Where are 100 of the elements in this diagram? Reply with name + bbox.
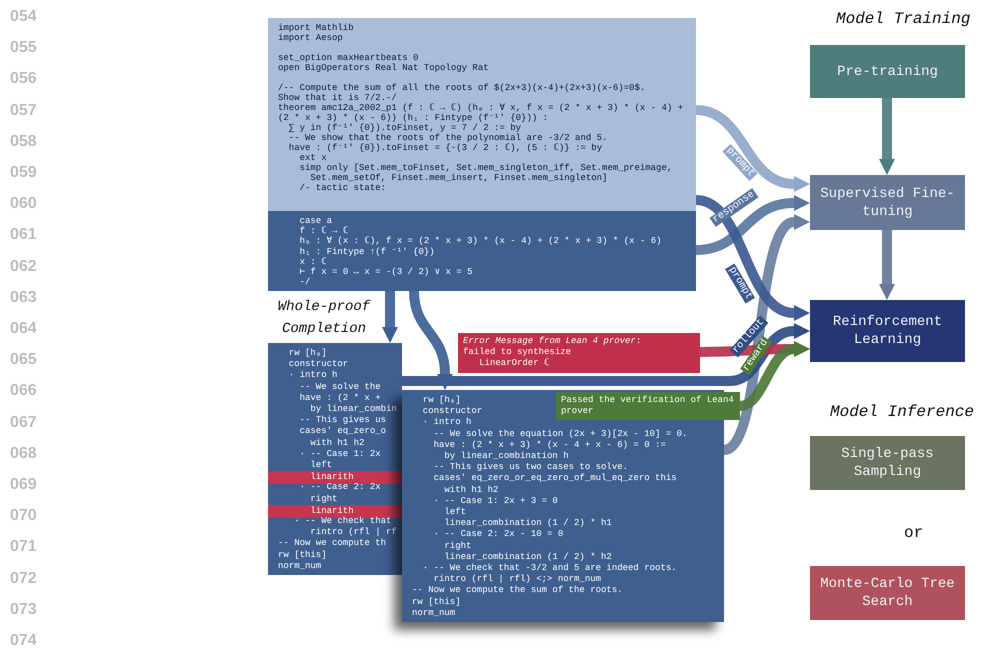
code-block xyxy=(268,343,402,575)
process-box: Reinforcement Learning xyxy=(810,300,965,362)
arrow-caption: Whole-proof Completion xyxy=(276,298,372,339)
code-line: rintro (rfl | rf xyxy=(309,527,397,538)
code-line: norm_num xyxy=(412,608,456,619)
code-line: · -- We check that xyxy=(293,516,392,528)
code-line: -- We show that the roots of the polynomial are -3/2 and 5. xyxy=(288,133,608,143)
code-line: rintro (rfl | rfl) <;> norm_num xyxy=(432,574,602,586)
code-line: linear_combination (1 / 2) * h1 xyxy=(443,518,612,530)
line-number: 065 xyxy=(10,351,37,370)
code-line: import Mathlib xyxy=(278,23,354,33)
code-line: · -- Case 2: 2x xyxy=(298,482,381,494)
code-line: open BigOperators Real Nat Topology Rat xyxy=(278,63,489,73)
code-line: cases' eq_zero_o xyxy=(298,426,386,438)
code-line: (2 * x + 3) * (x - 6)) (h₁ : Fintype (f⁻¹' {0})) : xyxy=(278,113,548,123)
code-line: cases' eq_zero_or_eq_zero_of_mul_eq_zero this xyxy=(432,473,677,485)
code-line: -- This gives us xyxy=(298,415,386,426)
code-line: theorem amc12a_2002_p1 (f : ℂ → ℂ) (h₀ : ∀ x, f x = (2 * x + 3) * (x - 4) + xyxy=(278,103,684,113)
code-line: linear_combination (1 / 2) * h2 xyxy=(443,552,612,563)
code-line: ∑ y in (f⁻¹' {0}).toFinset, y = 7 / 2 := by xyxy=(288,123,522,133)
code-line: left xyxy=(309,460,332,472)
line-number: 056 xyxy=(10,70,37,88)
line-number: 071 xyxy=(10,538,37,556)
code-line: simp only [Set.mem_toFinset, Set.mem_singleton_iff, Set.mem_preimage, xyxy=(298,163,672,173)
line-number: 054 xyxy=(10,8,37,26)
flow-arrow xyxy=(402,323,810,386)
code-line: Show that it is 7/2.-/ xyxy=(278,93,397,103)
line-number: 062 xyxy=(10,258,37,276)
success-message-box: Passed the verification of Lean4 prover xyxy=(556,392,740,420)
process-box: Single-pass Sampling xyxy=(810,436,965,490)
line-number: 073 xyxy=(10,600,37,619)
line-number: 066 xyxy=(10,382,37,400)
code-line: ⊢ f x = 0 ↔ x = -(3 / 2) ∨ x = 5 xyxy=(298,267,472,278)
highlight-band: linarith xyxy=(268,504,402,518)
code-line: · -- We check that -3/2 and 5 are indeed roots. xyxy=(422,563,677,574)
section-title: Model Training xyxy=(836,9,970,30)
code-line: by linear_combin xyxy=(309,404,397,416)
code-line: · -- Case 2: 2x - 10 = 0 xyxy=(432,529,564,541)
line-number: 064 xyxy=(10,320,37,338)
code-line: rw [h₀] xyxy=(288,348,327,360)
line-number: 070 xyxy=(10,507,37,526)
highlight-band: linarith xyxy=(268,471,402,484)
code-block xyxy=(268,211,696,291)
line-number: 068 xyxy=(10,444,37,463)
line-number: 063 xyxy=(10,288,37,307)
section-title: Model Inference xyxy=(830,402,974,423)
message-line: failed to synthesize xyxy=(463,347,572,358)
code-line: h₀ : ∀ (x : ℂ), f x = (2 * x + 3) * (x - 4) + (2 * x + 3) * (x - 6) xyxy=(298,236,662,247)
code-line: right xyxy=(309,494,338,505)
code-line: Set.mem_setOf, Finset.mem_insert, Finset.mem_singleton] xyxy=(309,173,608,183)
line-number: 072 xyxy=(10,570,37,588)
code-line: /-- Compute the sum of all the roots of $(2x+3)(x-4)+(2x+3)(x-6)=0$. xyxy=(278,83,646,93)
code-line: rw [this] xyxy=(412,596,461,608)
code-line: left xyxy=(443,507,466,518)
connector-word: or xyxy=(904,523,924,544)
code-line: have : (2 * x + xyxy=(298,392,381,404)
code-line: have : (f⁻¹' {0}).toFinset = {-(3 / 2 : ℂ), (5 : ℂ)} := by xyxy=(288,143,602,153)
code-line: by linear_combination h xyxy=(443,451,569,462)
code-line: rw [this] xyxy=(278,550,327,561)
code-line: with h1 h2 xyxy=(443,484,498,496)
code-line: constructor xyxy=(422,406,482,418)
line-number: 058 xyxy=(10,132,37,151)
line-number: 059 xyxy=(10,164,37,182)
message-line: LinearOrder ℂ xyxy=(478,358,550,369)
code-line: constructor xyxy=(288,359,348,370)
code-block xyxy=(268,18,696,211)
code-line: x : ℂ xyxy=(298,256,327,267)
code-line: right xyxy=(443,540,472,552)
code-line: · -- Case 1: 2x + 3 = 0 xyxy=(432,496,558,507)
message-line: Error Message from Lean 4 prover: xyxy=(463,336,642,347)
code-line: -/ xyxy=(298,277,310,288)
code-line: -- Now we compute th xyxy=(278,538,386,550)
line-number: 074 xyxy=(10,632,37,650)
code-line: ext x xyxy=(298,153,327,163)
code-line: rw [h₀] xyxy=(422,395,461,406)
code-line: case a xyxy=(298,216,332,226)
code-line: with h1 h2 xyxy=(309,438,364,449)
code-line: -- We solve the xyxy=(298,382,381,393)
code-line: have : (2 * x + 3) * (x - 4 + x - 6) = 0 := xyxy=(432,440,666,451)
code-line: -- Now we compute the sum of the roots. xyxy=(412,585,623,597)
code-line: f : ℂ → ℂ xyxy=(298,226,348,236)
line-number: 055 xyxy=(10,39,37,58)
code-line: -- We solve the equation (2x + 3)[2x - 10] = 0. xyxy=(432,428,688,440)
line-number: 069 xyxy=(10,476,37,494)
line-number: 060 xyxy=(10,195,37,214)
code-line: import Aesop xyxy=(278,33,343,43)
code-line: norm_num xyxy=(278,560,322,572)
code-line: · -- Case 1: 2x xyxy=(298,448,381,460)
process-box: Monte-Carlo Tree Search xyxy=(810,566,965,620)
process-box: Pre-training xyxy=(810,45,965,98)
line-number: 061 xyxy=(10,226,37,244)
code-line: -- This gives us two cases to solve. xyxy=(432,462,628,474)
code-line: · intro h xyxy=(422,417,472,429)
line-number: 057 xyxy=(10,102,37,120)
error-message-box xyxy=(458,333,700,373)
code-line: h₁ : Fintype ↑(f ⁻¹' {0}) xyxy=(298,246,435,257)
line-number: 067 xyxy=(10,414,37,432)
code-line: /- tactic state: xyxy=(298,183,386,193)
process-box: Supervised Fine-tuning xyxy=(810,175,965,230)
code-line: · intro h xyxy=(288,370,338,382)
